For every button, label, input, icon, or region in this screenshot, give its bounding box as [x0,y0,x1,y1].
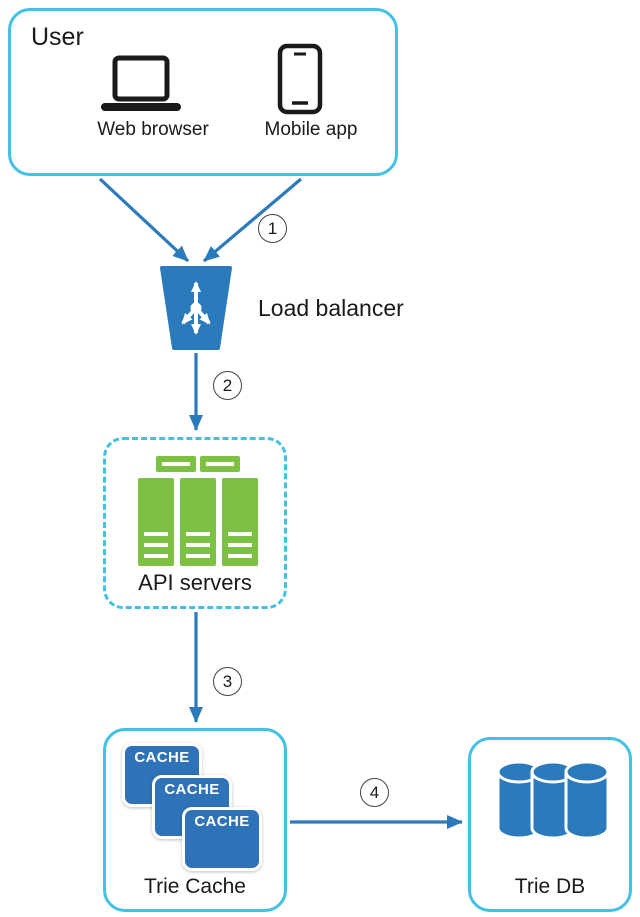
step-badge-4: 4 [360,778,389,807]
step-badge-2: 2 [213,371,242,400]
trie-db-box: Trie DB [468,737,632,912]
trie-db-label: Trie DB [514,875,586,898]
web-browser-label: Web browser [97,119,209,140]
laptop-icon [101,55,181,111]
cache-node-label: CACHE [164,781,220,798]
trie-cache-box: CACHE CACHE CACHE Trie Cache [103,728,287,912]
load-balancer-label: Load balancer [258,295,404,321]
step-badge-1: 1 [258,214,287,243]
api-servers-box: API servers [103,437,287,609]
api-servers-label: API servers [138,570,252,595]
step-badge-3: 3 [213,667,242,696]
trie-cache-label: Trie Cache [144,875,246,898]
cache-node-label: CACHE [134,749,190,766]
smartphone-icon [277,43,323,115]
cache-node: CACHE [182,807,262,871]
user-group-title: User [31,23,84,51]
cache-node-label: CACHE [194,813,250,830]
load-balancer-icon [160,266,232,350]
database-cylinders-icon [496,760,610,840]
user-group-box: User Web browser Mobile app [8,8,398,176]
mobile-app-label: Mobile app [264,119,358,140]
green-server-stack-icon [138,456,258,566]
arrow-webbrowser-to-loadbalancer [98,177,190,263]
arrow-mobileapp-to-loadbalancer [202,177,303,263]
